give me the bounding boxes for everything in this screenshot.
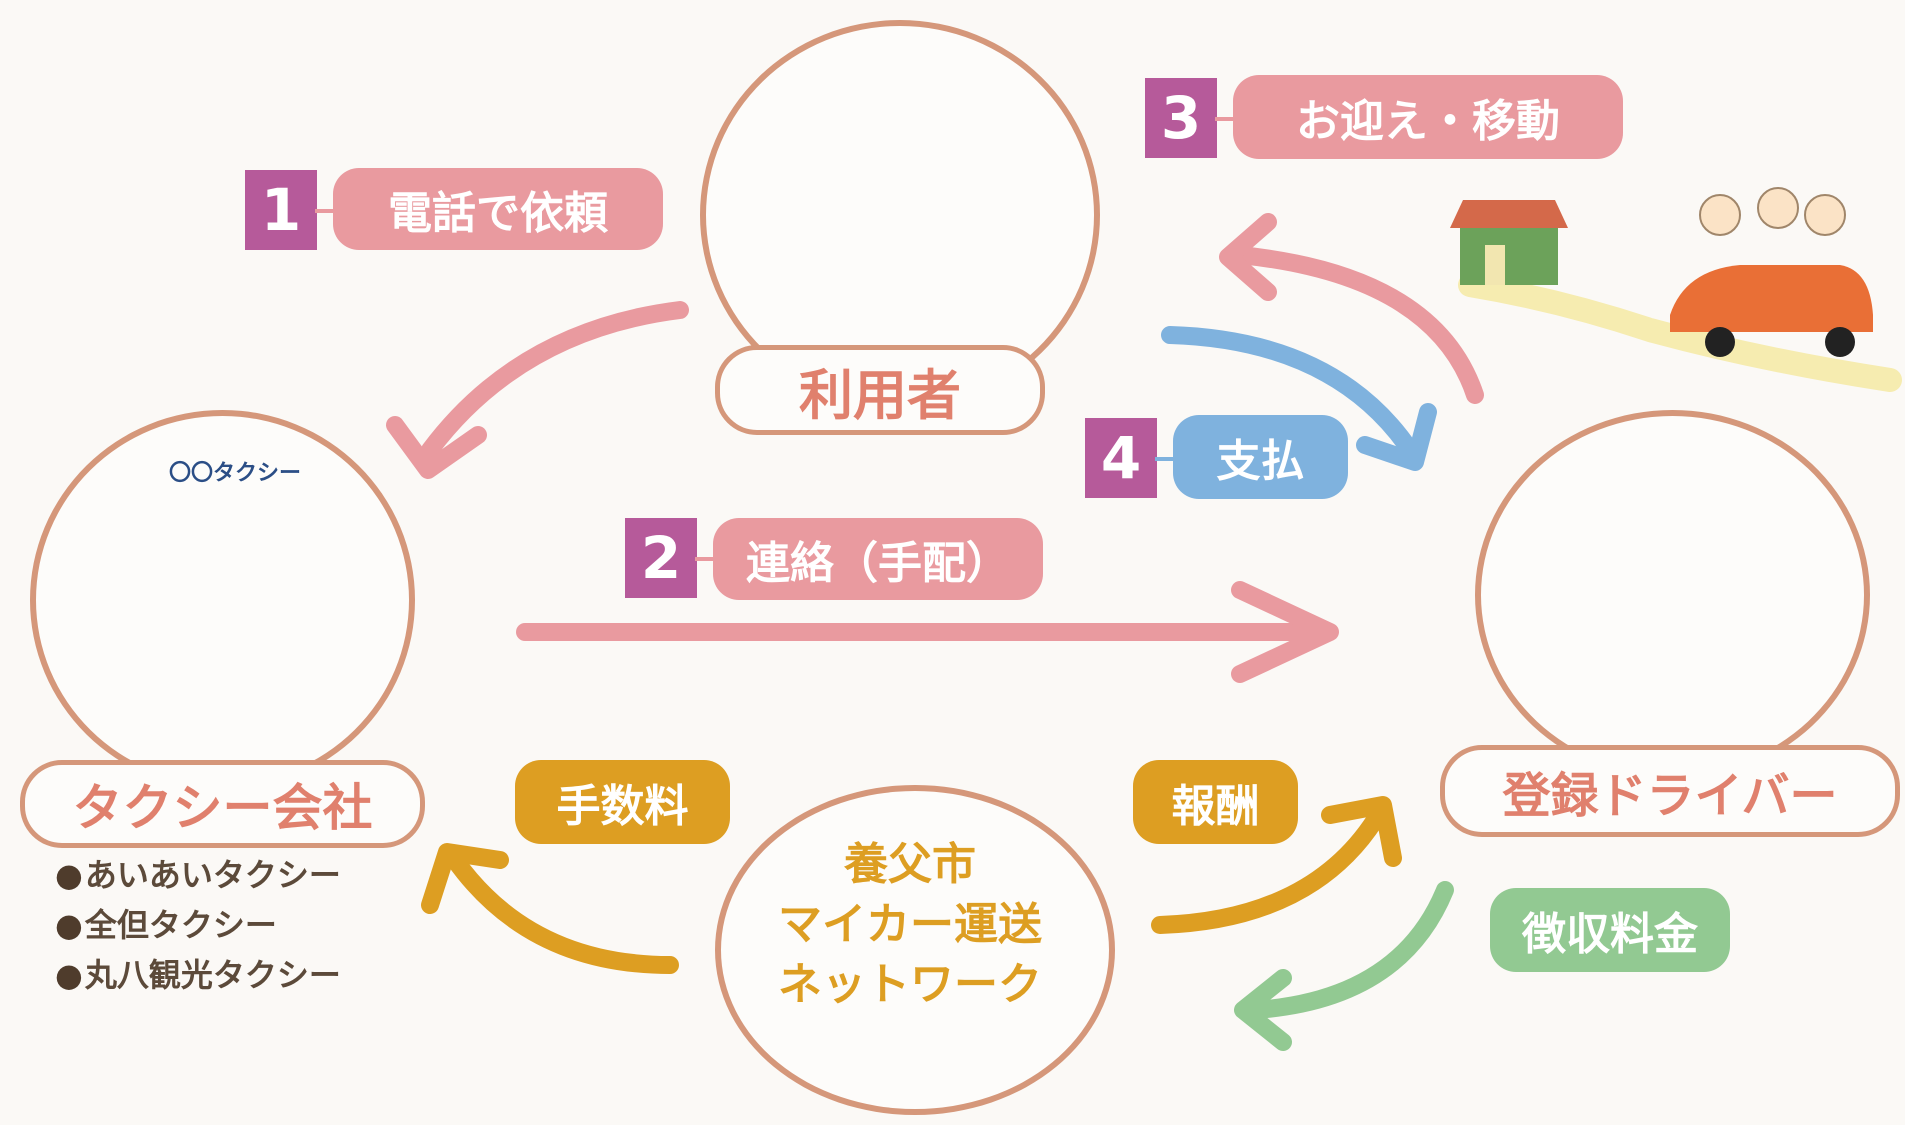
arrowhead-arrange [1231, 581, 1339, 683]
taxi-company-list: あいあいタクシー 全但タクシー 丸八観光タクシー [55, 850, 341, 1000]
network-node-label: 養父市 マイカー運送 ネットワーク [745, 835, 1075, 1015]
user-node-label: 利用者 [715, 345, 1045, 435]
step-4-number: 4 [1085, 418, 1157, 498]
step-3-number: 3 [1145, 78, 1217, 158]
arrowhead-pickup [1219, 213, 1277, 301]
arrowhead-request [386, 416, 487, 479]
driver-node-circle [1475, 410, 1870, 780]
list-item: 全但タクシー [55, 900, 341, 950]
taxi-sign-text: 〇〇タクシー [168, 461, 301, 486]
reward-label: 報酬 [1133, 760, 1298, 844]
arrowhead-collected-fee [1234, 969, 1292, 1051]
arrow-commission [446, 851, 679, 974]
taxi-company-node-label: タクシー会社 [20, 760, 425, 848]
step-2-connector [695, 557, 715, 561]
step-4-connector [1155, 457, 1175, 461]
arrow-pickup [1231, 246, 1484, 404]
collected-fee-label: 徴収料金 [1490, 888, 1730, 972]
driver-node-label: 登録ドライバー [1440, 745, 1900, 837]
arrow-reward [1151, 811, 1384, 934]
pickup-scene-illustration [1450, 187, 1902, 392]
arrowhead-payment [1356, 403, 1437, 471]
network-label-line: ネットワーク [778, 959, 1042, 1010]
list-item: あいあいタクシー [55, 850, 341, 900]
network-label-line: 養父市 [844, 839, 976, 890]
arrow-request [421, 301, 689, 459]
commission-label: 手数料 [515, 760, 730, 844]
step-2-label: 連絡（手配） [713, 518, 1043, 600]
arrowhead-reward [1321, 796, 1402, 867]
step-1-connector [315, 209, 335, 213]
step-1-label: 電話で依頼 [333, 168, 663, 250]
arrow-payment [1161, 326, 1419, 459]
step-2-number: 2 [625, 518, 697, 598]
step-3-label: お迎え・移動 [1233, 75, 1623, 159]
network-node-circle [715, 785, 1115, 1115]
arrowhead-commission [421, 843, 509, 914]
arrow-collected-fee [1246, 881, 1454, 1019]
list-item: 丸八観光タクシー [55, 950, 341, 1000]
step-4-label: 支払 [1173, 415, 1348, 499]
network-label-line: マイカー運送 [778, 899, 1042, 950]
step-3-connector [1215, 117, 1235, 121]
taxi-company-node-circle [30, 410, 415, 790]
step-1-number: 1 [245, 170, 317, 250]
